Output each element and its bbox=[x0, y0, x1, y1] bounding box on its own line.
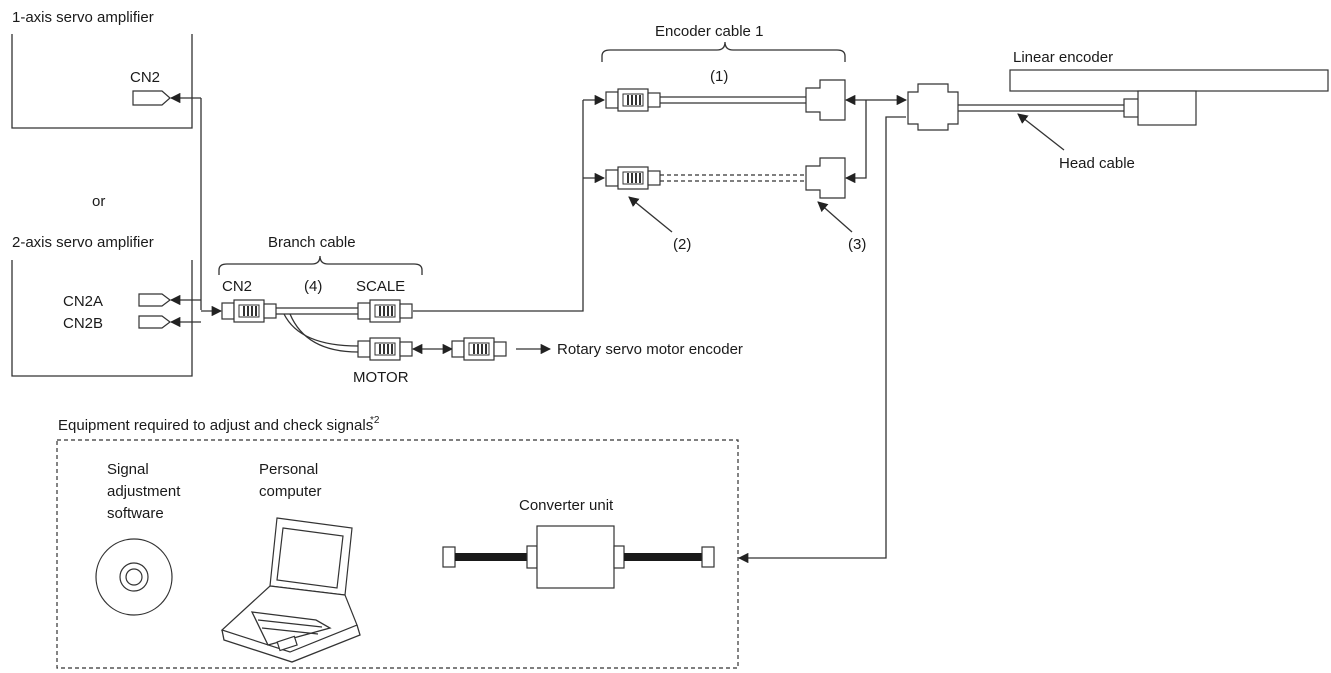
signal-software-line3: software bbox=[107, 505, 164, 522]
linear-encoder-head bbox=[1137, 90, 1197, 126]
branch-motor-wire-b bbox=[289, 313, 359, 353]
laptop-icon bbox=[220, 517, 361, 663]
branch-number-label: (4) bbox=[304, 278, 322, 295]
converter-unit-label: Converter unit bbox=[519, 497, 614, 514]
rotary-encoder-label: Rotary servo motor encoder bbox=[557, 341, 743, 358]
callout-2-arrow bbox=[628, 196, 673, 233]
encoder-cable-1-plug bbox=[605, 88, 661, 112]
branch-cable-label: Branch cable bbox=[268, 234, 356, 251]
pc-line1: Personal bbox=[259, 461, 318, 478]
branch-scale-plug bbox=[357, 299, 413, 323]
linear-encoder-label: Linear encoder bbox=[1013, 49, 1113, 66]
amp2-cn2b-label: CN2B bbox=[63, 315, 103, 332]
rotary-encoder-plug bbox=[451, 337, 507, 361]
amp2-cn2b-connector bbox=[138, 315, 171, 329]
amp2-label: 2-axis servo amplifier bbox=[12, 234, 154, 251]
converter-unit-device bbox=[442, 525, 715, 589]
branch-cable-bracket bbox=[218, 255, 423, 275]
signal-software-line2: adjustment bbox=[107, 483, 181, 500]
pc-line2: computer bbox=[259, 483, 322, 500]
amp2-cn2a-label: CN2A bbox=[63, 293, 103, 310]
branch-cn2-plug bbox=[221, 299, 277, 323]
alt-head-link-line bbox=[844, 100, 867, 184]
head-cable-label: Head cable bbox=[1059, 155, 1135, 172]
amp2-box bbox=[11, 260, 193, 377]
amp1-label: 1-axis servo amplifier bbox=[12, 9, 154, 26]
encoder-cable-alt-dsub bbox=[805, 157, 846, 199]
or-label: or bbox=[92, 193, 105, 210]
cd-disc-icon bbox=[95, 538, 173, 616]
head-cable-callout-arrow bbox=[1017, 113, 1065, 151]
equipment-label: Equipment required to adjust and check s… bbox=[58, 417, 373, 434]
encoder-cable-1-number: (1) bbox=[710, 68, 728, 85]
amp1-cn2-label: CN2 bbox=[130, 69, 160, 86]
equipment-box bbox=[56, 439, 739, 669]
callout-3-arrow bbox=[817, 201, 853, 233]
signal-software-line1: Signal bbox=[107, 461, 149, 478]
branch-cn2-label: CN2 bbox=[222, 278, 252, 295]
callout-3-label: (3) bbox=[848, 236, 866, 253]
scale-link-line bbox=[413, 100, 584, 312]
equipment-note: *2 bbox=[370, 415, 380, 426]
head-dsub-connector bbox=[907, 83, 959, 131]
branch-motor-label: MOTOR bbox=[353, 369, 409, 386]
linear-encoder-scale bbox=[1009, 69, 1329, 92]
branch-scale-label: SCALE bbox=[356, 278, 405, 295]
encoder-cable-alt-plug bbox=[605, 166, 661, 190]
encoder-cable-1-dsub bbox=[805, 79, 846, 121]
branch-motor-plug bbox=[357, 337, 413, 361]
callout-2-label: (2) bbox=[673, 236, 691, 253]
branch-motor-wire-a bbox=[283, 313, 359, 347]
converter-link-line bbox=[737, 116, 906, 564]
amp2-cn2a-connector bbox=[138, 293, 171, 307]
amp1-cn2-connector bbox=[132, 90, 171, 106]
encoder-cable-1-bracket bbox=[601, 41, 846, 62]
amp1-box bbox=[11, 34, 193, 129]
encoder-cable-1-label: Encoder cable 1 bbox=[655, 23, 763, 40]
